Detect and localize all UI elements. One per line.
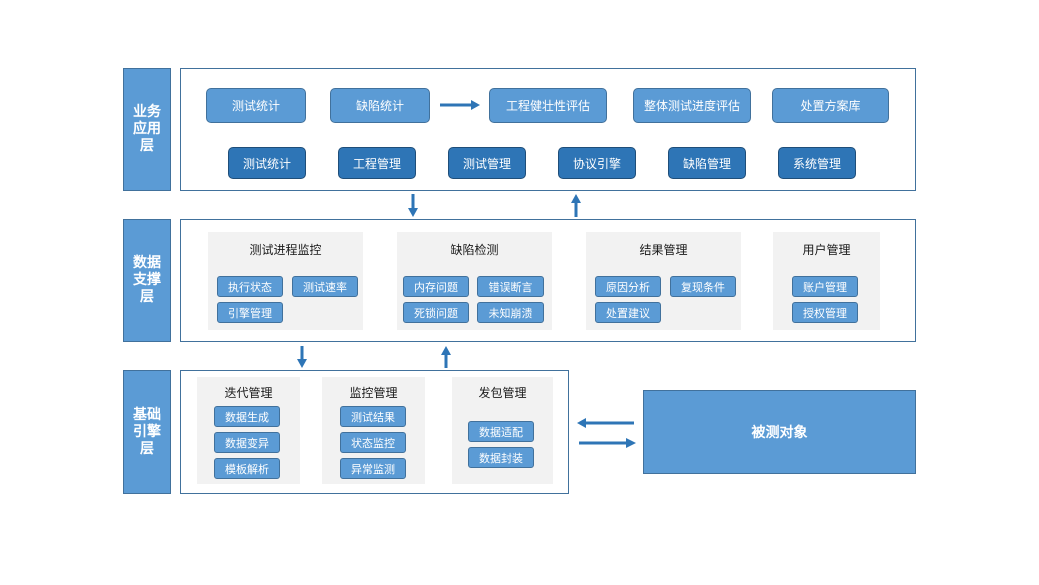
chip-anomaly-monitor: 异常监测 (340, 458, 406, 479)
chip-engine-mgmt: 引擎管理 (217, 302, 283, 323)
layer-label-business: 业务应用层 (123, 68, 171, 191)
chip-deadlock: 死锁问题 (403, 302, 469, 323)
chip-data-generation: 数据生成 (214, 406, 280, 427)
module-box-project-mgmt: 工程管理 (338, 147, 416, 179)
panel-title: 测试进程监控 (249, 243, 322, 257)
module-box-system-mgmt: 系统管理 (778, 147, 856, 179)
module-box-test-mgmt: 测试管理 (448, 147, 526, 179)
up-arrow-icon (441, 346, 451, 368)
chip-repro-condition: 复现条件 (670, 276, 736, 297)
chip-test-rate: 测试速率 (292, 276, 358, 297)
chip-cause-analysis: 原因分析 (595, 276, 661, 297)
business-box-robustness-eval: 工程健壮性评估 (489, 88, 607, 123)
panel-title: 监控管理 (349, 386, 398, 400)
panel-title: 缺陷检测 (450, 243, 499, 257)
chip-handling-advice: 处置建议 (595, 302, 661, 323)
module-box-test-stats: 测试统计 (228, 147, 306, 179)
down-arrow-icon (297, 346, 307, 368)
business-box-solution-library: 处置方案库 (772, 88, 889, 123)
module-box-protocol-engine: 协议引擎 (558, 147, 636, 179)
right-arrow-icon (440, 100, 480, 110)
business-box-defect-stats: 缺陷统计 (330, 88, 430, 123)
chip-template-parsing: 模板解析 (214, 458, 280, 479)
panel-title: 结果管理 (639, 243, 688, 257)
system-under-test-box: 被测对象 (643, 390, 916, 474)
chip-exec-status: 执行状态 (217, 276, 283, 297)
right-arrow-icon (579, 438, 636, 448)
chip-data-encapsulation: 数据封装 (468, 447, 534, 468)
panel-title: 迭代管理 (224, 386, 273, 400)
chip-unknown-crash: 未知崩溃 (477, 302, 544, 323)
panel-title: 发包管理 (478, 386, 527, 400)
up-arrow-icon (571, 194, 581, 217)
chip-account-mgmt: 账户管理 (792, 276, 858, 297)
chip-assertion-error: 错误断言 (477, 276, 544, 297)
chip-authorization-mgmt: 授权管理 (792, 302, 858, 323)
layer-label-data-support: 数据支撑层 (123, 219, 171, 342)
business-box-test-stats: 测试统计 (206, 88, 306, 123)
chip-status-monitor: 状态监控 (340, 432, 406, 453)
chip-data-adapt: 数据适配 (468, 421, 534, 442)
down-arrow-icon (408, 194, 418, 217)
chip-memory-issue: 内存问题 (403, 276, 469, 297)
module-box-defect-mgmt: 缺陷管理 (668, 147, 746, 179)
left-arrow-icon (577, 418, 634, 428)
chip-data-mutation: 数据变异 (214, 432, 280, 453)
business-box-progress-eval: 整体测试进度评估 (633, 88, 751, 123)
panel-title: 用户管理 (802, 243, 851, 257)
layer-label-base-engine: 基础引擎层 (123, 370, 171, 494)
chip-test-results: 测试结果 (340, 406, 406, 427)
